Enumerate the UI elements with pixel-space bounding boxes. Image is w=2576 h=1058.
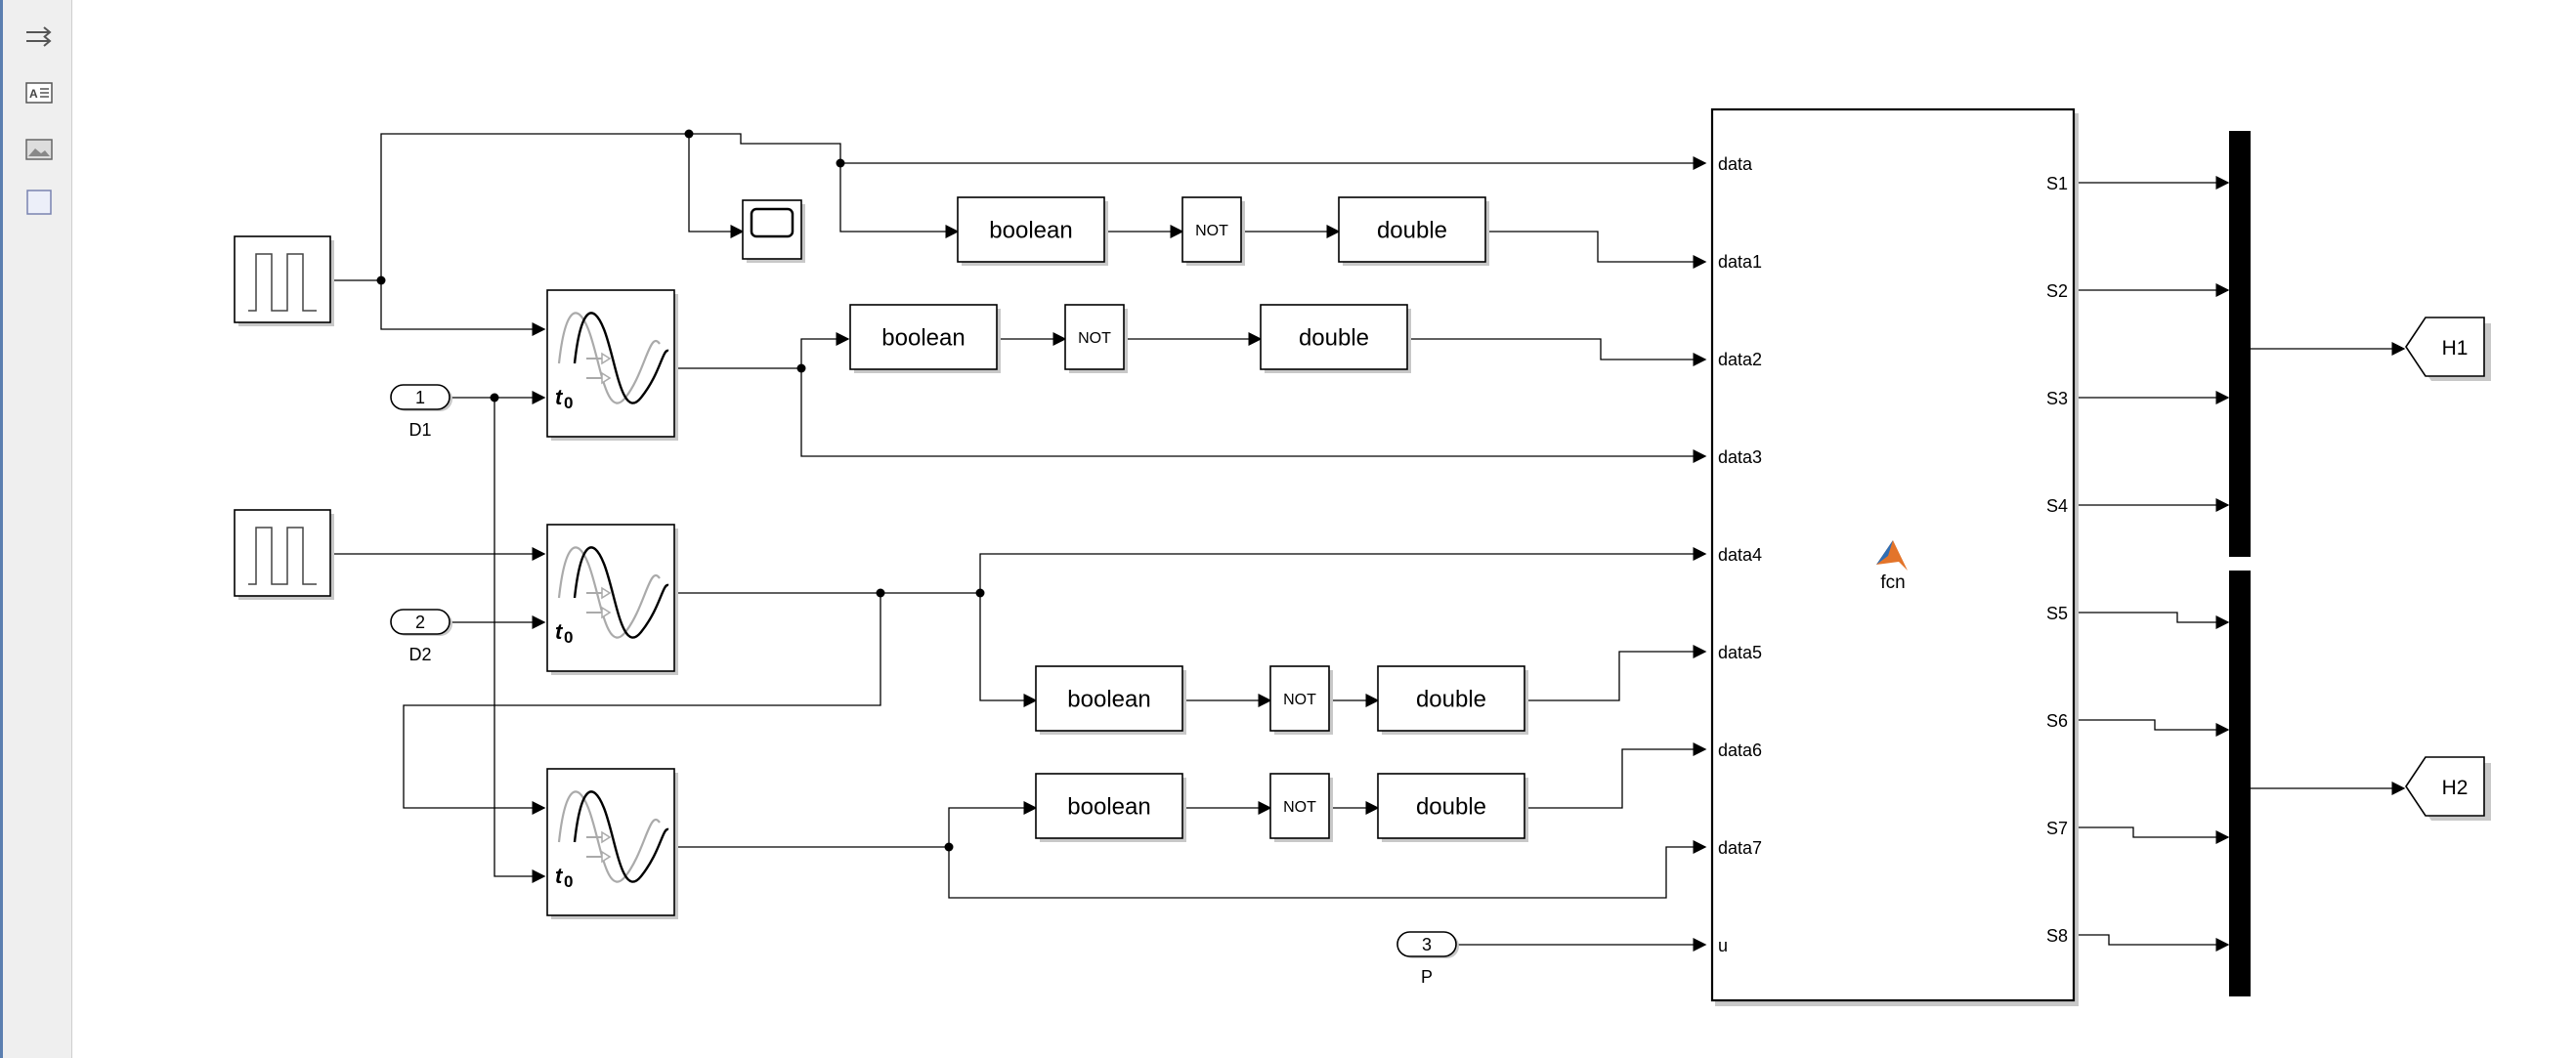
inport-number: 2 bbox=[415, 613, 425, 632]
boolean-convert-block[interactable]: boolean bbox=[957, 196, 1108, 266]
conversion-row-3: boolean NOT double bbox=[1035, 665, 1528, 735]
scope-block[interactable] bbox=[742, 199, 805, 263]
pulse-waveform-icon bbox=[248, 253, 317, 312]
boolean-convert-label: boolean bbox=[1067, 687, 1150, 713]
input-port-label: data bbox=[1718, 154, 1753, 174]
double-convert-block[interactable]: double bbox=[1377, 773, 1528, 842]
delay-waveform-icon bbox=[557, 790, 669, 883]
inport-number: 1 bbox=[415, 388, 425, 407]
goto-tag-label: H1 bbox=[2442, 337, 2469, 360]
inport-3[interactable]: 3P bbox=[1396, 931, 1459, 987]
input-port-label: data2 bbox=[1718, 350, 1762, 369]
inport-name: D1 bbox=[408, 420, 431, 440]
not-logic-label: NOT bbox=[1283, 799, 1316, 816]
inport-name: P bbox=[1421, 967, 1433, 987]
goto-tag-label: H2 bbox=[2442, 777, 2469, 799]
input-port-label: data5 bbox=[1718, 643, 1762, 662]
scope-screen-icon bbox=[750, 207, 794, 238]
inport-name: D2 bbox=[408, 645, 431, 664]
function-name: fcn bbox=[1880, 572, 1905, 593]
output-port-label: S7 bbox=[2046, 819, 2068, 838]
delay-waveform-icon bbox=[557, 312, 669, 404]
annotation-icon[interactable]: A bbox=[24, 78, 54, 107]
boolean-convert-label: boolean bbox=[989, 218, 1072, 244]
boolean-convert-block[interactable]: boolean bbox=[1035, 773, 1186, 842]
input-port-label: data7 bbox=[1718, 838, 1762, 858]
output-port-label: S6 bbox=[2046, 711, 2068, 731]
matlab-logo-icon bbox=[1876, 540, 1908, 571]
delay-subscript-label: 0 bbox=[564, 628, 573, 647]
output-port-label: S5 bbox=[2046, 604, 2068, 623]
area-icon[interactable] bbox=[24, 188, 54, 217]
inport-2[interactable]: 2D2 bbox=[390, 609, 452, 664]
not-logic-block[interactable]: NOT bbox=[1181, 196, 1245, 266]
double-convert-block[interactable]: double bbox=[1377, 665, 1528, 735]
not-logic-block[interactable]: NOT bbox=[1064, 304, 1128, 373]
goto-tag-h1[interactable]: H1 bbox=[2405, 317, 2491, 381]
conversion-row-4: boolean NOT double bbox=[1035, 773, 1528, 842]
boolean-convert-block[interactable]: boolean bbox=[849, 304, 1001, 373]
matlab-function-block[interactable]: data data1 data2 data3 data4 data5 data6 data7 u… bbox=[1710, 107, 2079, 1006]
image-icon[interactable] bbox=[24, 135, 54, 164]
double-convert-label: double bbox=[1299, 325, 1369, 352]
signal-lines bbox=[332, 133, 2406, 952]
pulse-generator-2[interactable] bbox=[234, 509, 334, 600]
boolean-convert-label: boolean bbox=[1067, 794, 1150, 821]
conversion-row-2: boolean NOT double bbox=[849, 304, 1411, 373]
output-port-label: S3 bbox=[2046, 389, 2068, 408]
not-logic-block[interactable]: NOT bbox=[1269, 665, 1333, 735]
input-port-label: data6 bbox=[1718, 741, 1762, 760]
not-logic-label: NOT bbox=[1283, 692, 1316, 708]
delay-symbol-label: t bbox=[555, 385, 564, 409]
output-port-label: S2 bbox=[2046, 281, 2068, 301]
boolean-convert-block[interactable]: boolean bbox=[1035, 665, 1186, 735]
not-logic-label: NOT bbox=[1078, 330, 1111, 347]
not-logic-block[interactable]: NOT bbox=[1269, 773, 1333, 842]
input-port-label: data3 bbox=[1718, 447, 1762, 467]
inport-number: 3 bbox=[1422, 935, 1432, 954]
double-convert-block[interactable]: double bbox=[1260, 304, 1411, 373]
output-port-label: S4 bbox=[2046, 496, 2068, 516]
input-port-label: data4 bbox=[1718, 545, 1762, 565]
delay-symbol-label: t bbox=[555, 619, 564, 644]
double-convert-label: double bbox=[1416, 794, 1486, 821]
mux-block-2[interactable] bbox=[2229, 571, 2251, 996]
input-port-label: u bbox=[1718, 936, 1728, 955]
pulse-generator-1[interactable] bbox=[234, 235, 334, 326]
not-logic-label: NOT bbox=[1195, 223, 1228, 239]
delay-subscript-label: 0 bbox=[564, 394, 573, 412]
delay-subscript-label: 0 bbox=[564, 872, 573, 891]
function-input-ports: data data1 data2 data3 data4 data5 data6 data7 u bbox=[1718, 154, 1762, 955]
double-convert-label: double bbox=[1416, 687, 1486, 713]
output-port-label: S1 bbox=[2046, 174, 2068, 193]
inport-1[interactable]: 1D1 bbox=[390, 384, 452, 440]
pulse-waveform-icon bbox=[248, 527, 317, 585]
double-convert-block[interactable]: double bbox=[1338, 196, 1489, 266]
branch-points bbox=[376, 129, 985, 852]
output-port-label: S8 bbox=[2046, 926, 2068, 946]
mux-block-1[interactable] bbox=[2229, 131, 2251, 557]
conversion-row-1: boolean NOT double bbox=[957, 196, 1489, 266]
delay-waveform-icon bbox=[557, 546, 669, 639]
goto-tag-h2[interactable]: H2 bbox=[2405, 756, 2491, 821]
svg-text:A: A bbox=[29, 87, 38, 101]
signal-routing-icon[interactable] bbox=[24, 21, 54, 51]
palette-toolbar: A bbox=[0, 0, 72, 1058]
input-port-label: data1 bbox=[1718, 252, 1762, 272]
delay-symbol-label: t bbox=[555, 864, 564, 888]
double-convert-label: double bbox=[1377, 218, 1447, 244]
boolean-convert-label: boolean bbox=[881, 325, 965, 352]
